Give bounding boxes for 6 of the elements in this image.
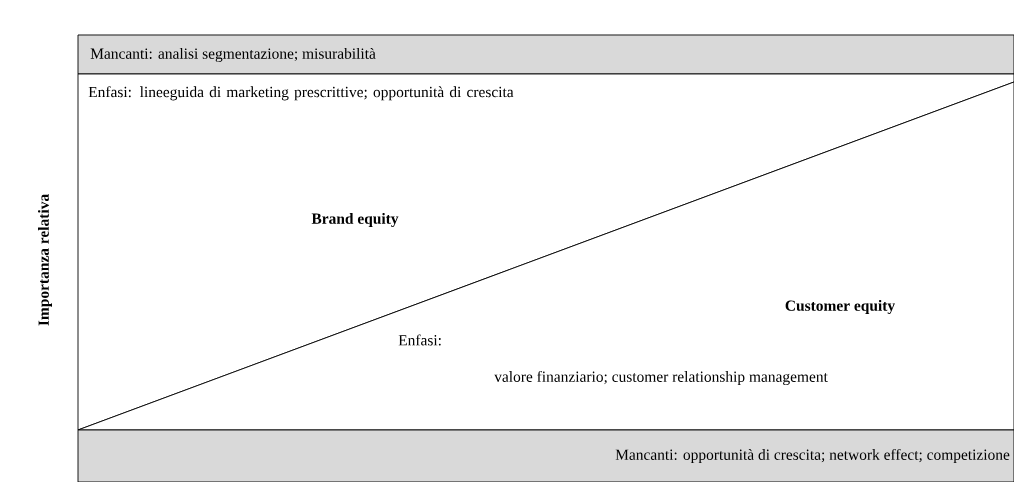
- band: Mancanti: opportunità di crescita; network effect; competizione: [77, 429, 1014, 482]
- axis-label: Importanza relativa: [38, 194, 52, 326]
- node-label: Customer equity: [785, 299, 895, 315]
- node-label: Enfasi:: [398, 334, 441, 346]
- band: Mancanti: analisi segmentazione; misurabilità: [77, 34, 1014, 75]
- node-label: valore finanziario; customer relationship management: [494, 370, 828, 386]
